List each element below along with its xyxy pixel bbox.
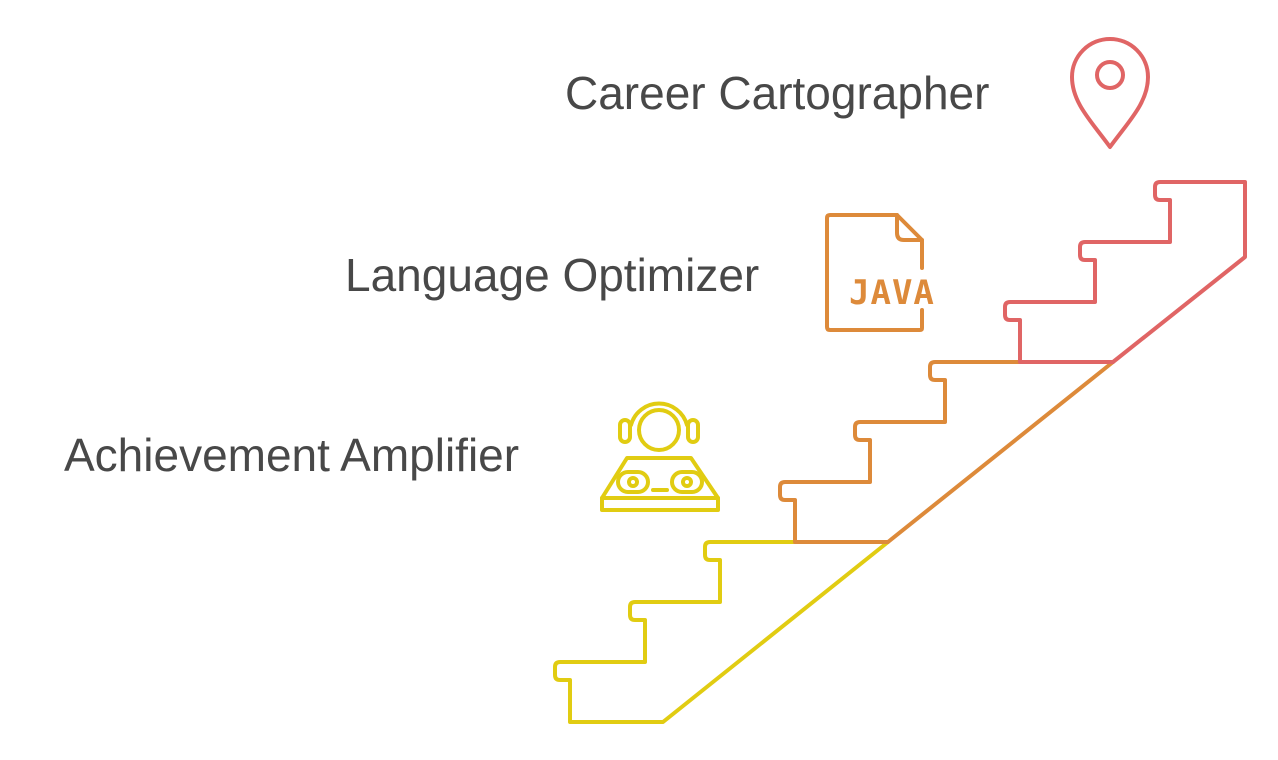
map-pin-icon: [1070, 37, 1150, 149]
stair-segment-language: [778, 360, 1115, 544]
java-file-icon-text: JAVA: [849, 273, 935, 313]
step-label-career: Career Cartographer: [565, 67, 990, 119]
dj-headphones-turntable-icon: [600, 401, 720, 512]
step-label-achievement: Achievement Amplifier: [64, 429, 520, 481]
stair-segment-career: [1003, 180, 1247, 364]
stair-segment-achievement: [553, 540, 890, 724]
step-label-language: Language Optimizer: [345, 249, 760, 301]
java-file-icon: [825, 213, 924, 332]
